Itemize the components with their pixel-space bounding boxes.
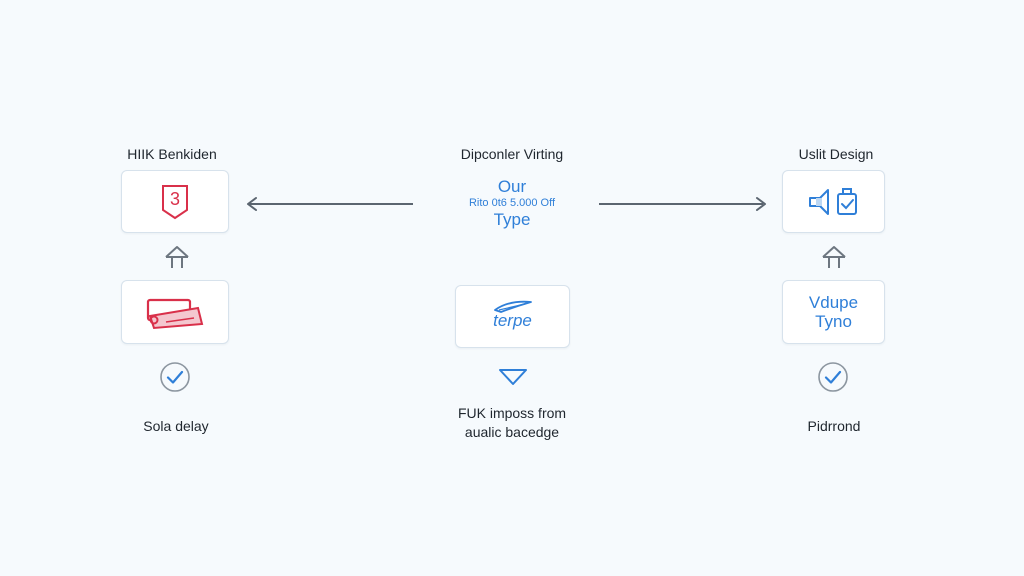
right-top-card[interactable]: [782, 170, 885, 233]
house-arrow-up-icon: [163, 244, 191, 270]
left-column-caption: Sola delay: [143, 418, 209, 434]
right-column-title: Uslit Design: [798, 146, 874, 162]
left-arrow: [245, 196, 415, 212]
center-caption-line1: FUK imposs from: [457, 405, 567, 421]
left-column-title: HIIK Benkiden: [127, 146, 217, 162]
right-bottom-card[interactable]: Vdupe Tyno: [782, 280, 885, 344]
center-column-title: Dipconler Virting: [460, 146, 564, 162]
center-heading-line3: Type: [493, 210, 531, 230]
center-heading-line2: Rito 0t6 5.000 Off: [468, 196, 556, 209]
left-check-icon: [159, 361, 191, 393]
left-bottom-card[interactable]: [121, 280, 229, 344]
center-caption: FUK imposs from aualic bacedge: [422, 404, 602, 442]
right-column-caption: Pidrrond: [807, 418, 861, 434]
right-arrow: [597, 196, 769, 212]
center-caption-line2: aualic bacedge: [464, 424, 560, 440]
center-heading-line1: Our: [497, 177, 527, 196]
red-badge-number-icon: 3: [160, 183, 190, 221]
center-card[interactable]: terpe: [455, 285, 570, 348]
blue-feather-icon: [491, 298, 535, 314]
left-top-card[interactable]: 3: [121, 170, 229, 233]
blue-device-icons: [806, 186, 862, 218]
right-house-arrow-up-icon: [820, 244, 848, 270]
right-card-line1: Vdupe: [808, 292, 859, 312]
badge-number: 3: [169, 188, 180, 209]
red-ticket-icon: [144, 294, 206, 330]
right-check-icon: [817, 361, 849, 393]
triangle-down-icon: [497, 366, 529, 388]
right-card-line2: Tyno: [815, 311, 852, 331]
center-heading: Our Rito 0t6 5.000 Off Type: [432, 178, 592, 229]
center-card-word: terpe: [493, 310, 532, 330]
